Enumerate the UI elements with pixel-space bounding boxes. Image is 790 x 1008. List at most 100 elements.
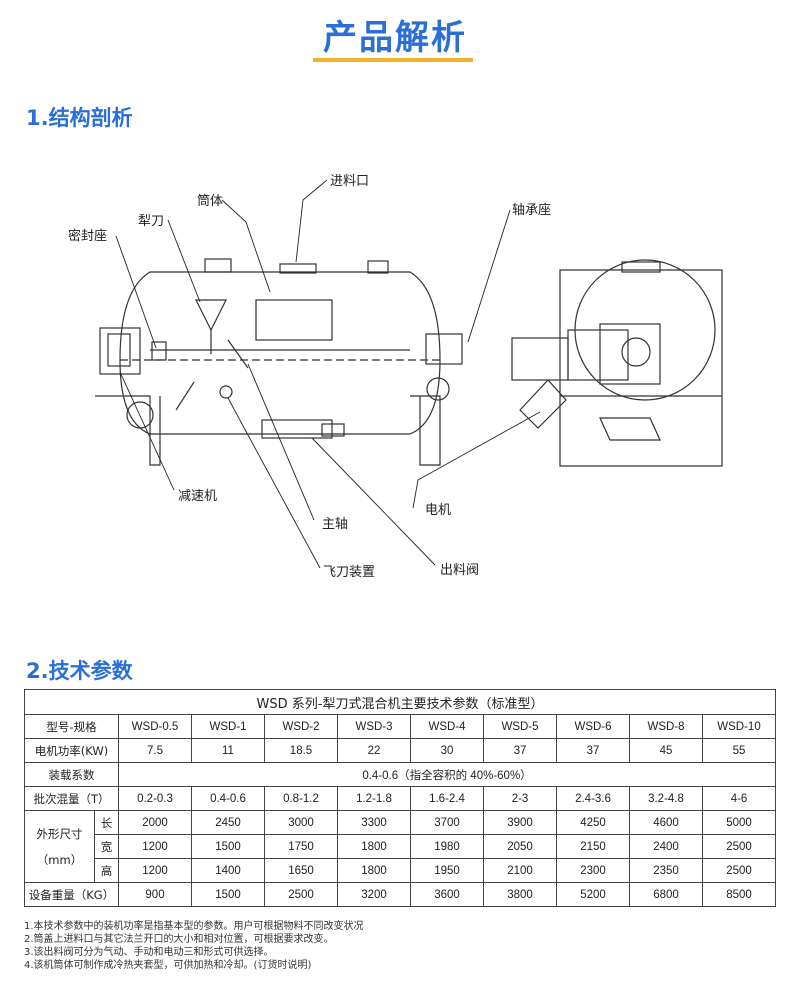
cell-height: 1650 (264, 858, 338, 883)
row-label-size: 外形尺寸 （mm） (24, 810, 95, 883)
cell-weight: 900 (118, 882, 192, 907)
cell-length: 3300 (337, 810, 411, 835)
cell-power: 22 (337, 738, 411, 763)
cell-model: WSD-6 (556, 714, 630, 739)
cell-width: 1800 (337, 834, 411, 859)
side-frame (559, 269, 723, 467)
cell-model: WSD-4 (410, 714, 484, 739)
gearbox-hub (621, 337, 651, 367)
label-fly-cutter: 飞刀装置 (323, 565, 375, 580)
cell-width: 1200 (118, 834, 192, 859)
actuator-motor (519, 379, 567, 429)
note-line: 4.该机筒体可制作成冷热夹套型，可供加热和冷却。(订货时说明) (24, 960, 312, 971)
inspection-window (255, 299, 333, 341)
label-discharge-valve: 出料阀 (440, 563, 479, 578)
cell-width: 1500 (191, 834, 265, 859)
leader-lines (115, 179, 541, 569)
cell-power: 30 (410, 738, 484, 763)
right-leg (410, 395, 441, 466)
cell-power: 45 (629, 738, 703, 763)
section-title-specs: 2.技术参数 (26, 659, 133, 683)
cell-power: 37 (483, 738, 557, 763)
row-label-weight: 设备重量（KG） (24, 882, 119, 907)
inlet-flange (279, 263, 317, 274)
cell-width: 2500 (702, 834, 776, 859)
cell-length: 3900 (483, 810, 557, 835)
cell-height: 1200 (118, 858, 192, 883)
table-row-power: 电机功率(KW) 7.5 11 18.5 22 30 37 37 45 55 (24, 738, 776, 763)
bearing-seat-box (425, 333, 463, 365)
table-row-load: 装载系数 0.4-0.6（指全容积的 40%-60%） (24, 762, 776, 787)
mixer-side-view (511, 259, 723, 467)
label-barrel: 筒体 (197, 193, 223, 209)
cell-length: 3700 (410, 810, 484, 835)
valve-link (599, 417, 661, 441)
cell-batch: 4-6 (702, 786, 776, 811)
cell-power: 7.5 (118, 738, 192, 763)
cell-weight: 5200 (556, 882, 630, 907)
cell-power: 55 (702, 738, 776, 763)
note-line: 1.本技术参数中的装机功率是指基本型的参数。用户可根据物料不同改变状况 (24, 921, 364, 932)
top-flange-right (367, 260, 389, 274)
cell-height: 1800 (337, 858, 411, 883)
cell-height: 1950 (410, 858, 484, 883)
cell-batch: 1.2-1.8 (337, 786, 411, 811)
spec-table: WSD 系列-犁刀式混合机主要技术参数（标准型） 型号-规格 WSD-0.5 W… (24, 689, 776, 907)
cell-width: 2050 (483, 834, 557, 859)
cell-width: 2150 (556, 834, 630, 859)
cell-model: WSD-2 (264, 714, 338, 739)
row-label-width: 宽 (94, 834, 119, 859)
table-row-weight: 设备重量（KG） 900 1500 2500 3200 3600 3800 52… (24, 882, 776, 907)
label-inlet: 进料口 (330, 174, 369, 189)
row-label-batch: 批次混量（T） (24, 786, 119, 811)
fly-cutter (219, 385, 233, 399)
cell-model: WSD-8 (629, 714, 703, 739)
cell-width: 1750 (264, 834, 338, 859)
top-flange-left (204, 258, 232, 273)
cell-height: 2100 (483, 858, 557, 883)
label-bearing-seat: 轴承座 (512, 203, 551, 218)
cell-power: 37 (556, 738, 630, 763)
table-row-height: 高 1200 1400 1650 1800 1950 2100 2300 235… (25, 858, 776, 883)
discharge-valve-body (261, 419, 333, 439)
row-label-load: 装载系数 (24, 762, 119, 787)
row-label-power: 电机功率(KW) (24, 738, 119, 763)
table-caption: WSD 系列-犁刀式混合机主要技术参数（标准型） (24, 689, 776, 715)
cell-model: WSD-5 (483, 714, 557, 739)
cell-length: 4250 (556, 810, 630, 835)
size-label-line2: （mm） (36, 852, 83, 867)
cell-length: 4600 (629, 810, 703, 835)
cell-length: 5000 (702, 810, 776, 835)
cell-length: 2000 (118, 810, 192, 835)
cell-width: 2400 (629, 834, 703, 859)
right-leg-hole (426, 377, 450, 401)
row-label-model: 型号-规格 (24, 714, 119, 739)
cell-width: 1980 (410, 834, 484, 859)
cell-batch: 0.8-1.2 (264, 786, 338, 811)
size-label-line1: 外形尺寸 (36, 826, 83, 841)
cell-batch: 1.6-2.4 (410, 786, 484, 811)
discharge-actuator (321, 423, 345, 437)
cell-power: 18.5 (264, 738, 338, 763)
side-top-flange (621, 261, 661, 273)
cell-batch: 0.4-0.6 (191, 786, 265, 811)
note-line: 2.筒盖上进料口与其它法兰开口的大小和相对位置，可根据要求改变。 (24, 934, 334, 945)
motor-coupling (567, 329, 629, 381)
cell-length: 3000 (264, 810, 338, 835)
label-main-shaft: 主轴 (322, 517, 348, 532)
label-reducer: 减速机 (178, 489, 217, 504)
gearbox (599, 323, 661, 385)
cell-model: WSD-10 (702, 714, 776, 739)
row-label-height: 高 (94, 858, 119, 883)
label-seal-seat: 密封座 (68, 228, 107, 244)
table-row-width: 宽 1200 1500 1750 1800 1980 2050 2150 240… (25, 834, 776, 859)
table-row-batch: 批次混量（T） 0.2-0.3 0.4-0.6 0.8-1.2 1.2-1.8 … (24, 786, 776, 811)
cell-batch: 2.4-3.6 (556, 786, 630, 811)
cell-weight: 2500 (264, 882, 338, 907)
table-row-model: 型号-规格 WSD-0.5 WSD-1 WSD-2 WSD-3 WSD-4 WS… (24, 714, 776, 739)
cell-weight: 3800 (483, 882, 557, 907)
cell-model: WSD-3 (337, 714, 411, 739)
page-title: 产品解析 (323, 18, 467, 58)
cell-model: WSD-0.5 (118, 714, 192, 739)
cell-height: 2350 (629, 858, 703, 883)
